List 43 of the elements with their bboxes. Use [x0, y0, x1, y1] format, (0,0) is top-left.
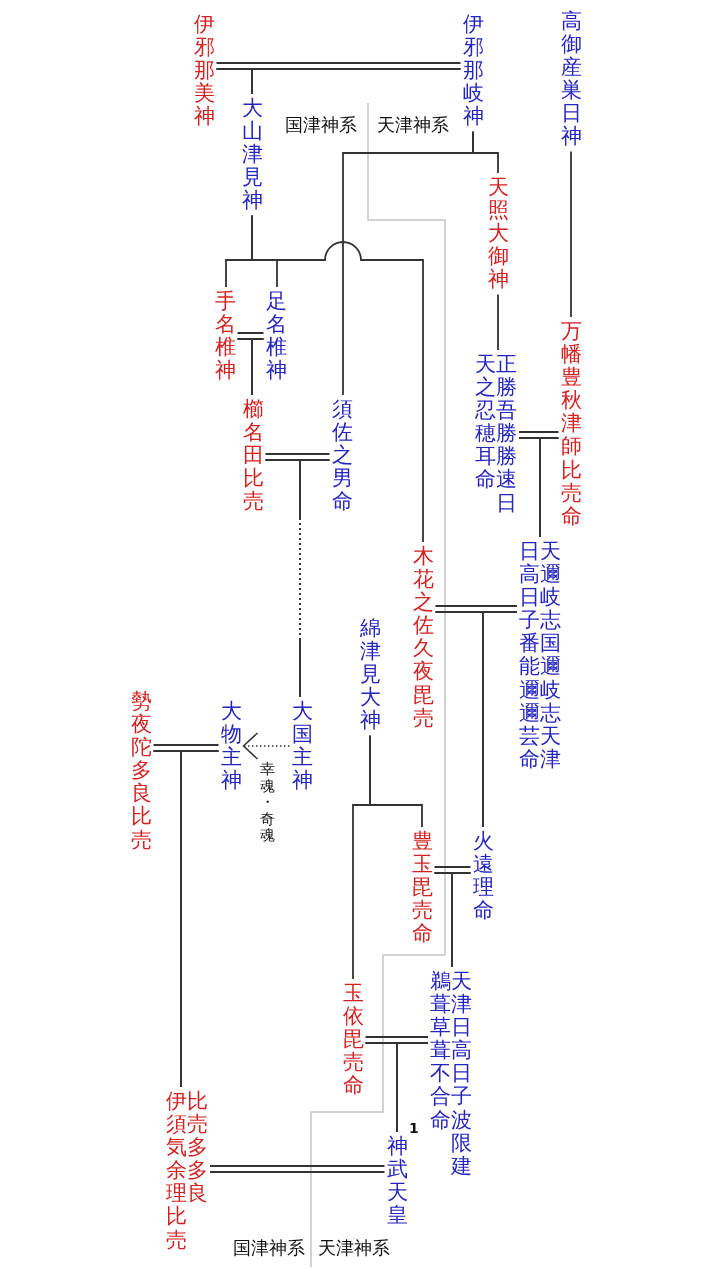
deity-name: 比売多多良伊須気余理比売: [164, 1087, 210, 1255]
descent-line: [539, 437, 560, 538]
descent-line: [251, 338, 265, 396]
descent-line: [570, 150, 572, 318]
deity-name: 伊邪那岐神: [460, 10, 486, 132]
lineage-label: 国津神系: [285, 114, 357, 136]
descent-line: [482, 611, 518, 828]
descent-line: [180, 750, 220, 1088]
deity-name: 高御産巣日神: [558, 7, 584, 152]
deity-name: 綿津見大神: [357, 614, 383, 736]
lineage-label: 天津神系: [318, 1237, 390, 1259]
descent-line: [497, 293, 499, 351]
deity-name: 須佐之男命: [329, 395, 355, 517]
descent-line: [251, 68, 462, 95]
deity-name: 正勝吾勝勝速日天之忍穂耳命: [473, 350, 519, 518]
descent-line: [299, 459, 331, 698]
arrow: [242, 732, 291, 760]
lineage-label: 国津神系: [233, 1237, 305, 1259]
deity-name: 天津日高日子波限建鵜葺草葺不合命: [428, 967, 474, 1181]
deity-name: 神武天皇: [384, 1132, 410, 1231]
descent-line: [451, 872, 472, 968]
descent-line: [251, 214, 424, 543]
deity-name: 万幡豊秋津師比売命: [558, 317, 584, 531]
deity-name: 火遠理命: [470, 827, 496, 926]
deity-name: 大物主神: [218, 697, 244, 796]
descent-line: [352, 734, 371, 980]
deity-name: 天照大御神: [485, 173, 511, 295]
deity-name: 木花之佐久夜毘売: [410, 542, 436, 733]
deity-name: 大山津見神: [239, 94, 265, 216]
number-label: 1: [409, 1121, 419, 1135]
marriage-line: [209, 1165, 386, 1173]
descent-line: [342, 130, 474, 396]
deity-name: 勢夜陀多良比売: [128, 687, 154, 855]
deity-name: 玉依毘売命: [340, 979, 366, 1101]
deity-name: 足名椎神: [263, 287, 289, 386]
deity-name: 櫛名田比売: [240, 395, 266, 517]
descent-line: [396, 1042, 429, 1133]
deity-name: 伊邪那美神: [191, 10, 217, 132]
deity-name: 天邇岐志国邇岐志天津日高日子番能邇邇芸命: [517, 537, 563, 774]
deity-name: 手名椎神: [212, 287, 238, 386]
deity-name: 大国主神: [289, 697, 315, 796]
deity-name: 豊玉毘売命: [409, 827, 435, 949]
lineage-label: 天津神系: [377, 114, 449, 136]
